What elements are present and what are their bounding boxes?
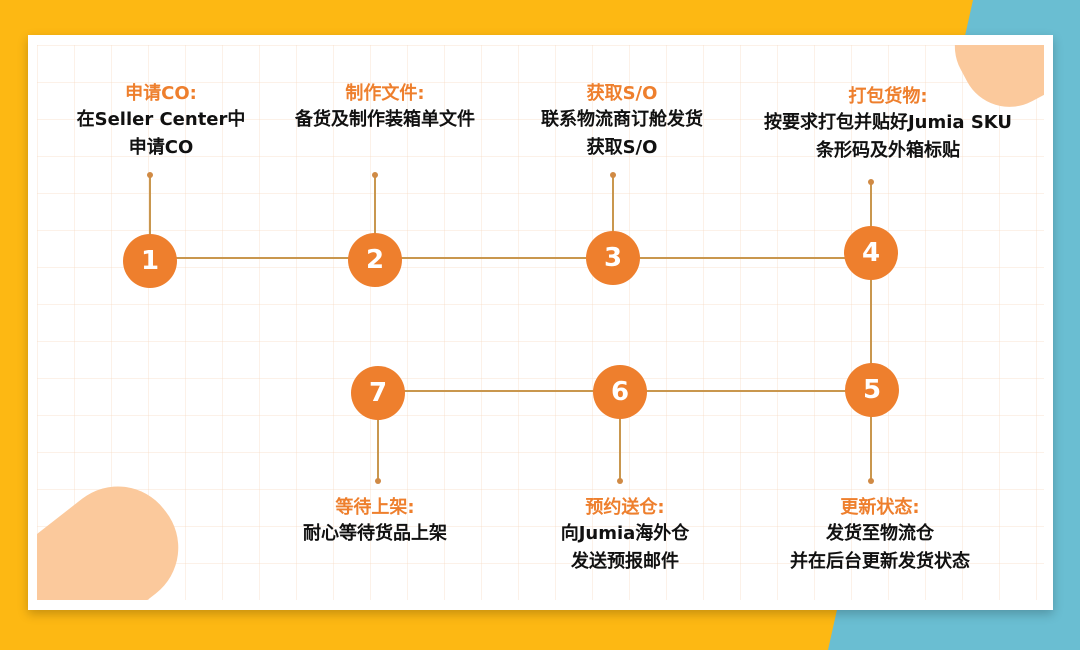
stem-dot-step-2	[372, 172, 378, 178]
stem-step-3	[612, 175, 614, 258]
step-desc-line: 发货至物流仓	[826, 523, 934, 544]
step-desc-line: 耐心等待货品上架	[303, 523, 447, 544]
step-desc-line: 联系物流商订舱发货	[541, 109, 703, 130]
step-label-3: 获取S/O 联系物流商订舱发货 获取S/O	[541, 82, 703, 162]
step-desc-line: 并在后台更新发货状态	[790, 551, 970, 572]
stem-step-6	[619, 392, 621, 481]
step-title: 获取S/O	[586, 83, 658, 104]
step-desc-line: 申请CO	[128, 137, 194, 158]
process-card	[28, 35, 1053, 610]
step-title: 打包货物:	[848, 86, 928, 107]
connector-row-top	[150, 257, 872, 259]
step-title: 更新状态:	[840, 497, 920, 518]
step-label-2: 制作文件: 备货及制作装箱单文件	[295, 82, 475, 134]
stem-dot-step-1	[147, 172, 153, 178]
stem-step-7	[377, 393, 379, 481]
step-circle-3: 3	[586, 231, 640, 285]
stem-step-1	[149, 175, 151, 261]
step-circle-7: 7	[351, 366, 405, 420]
step-circle-4: 4	[844, 226, 898, 280]
stem-dot-step-7	[375, 478, 381, 484]
stem-step-4	[870, 182, 872, 253]
stem-step-2	[374, 175, 376, 260]
step-circle-5: 5	[845, 363, 899, 417]
step-label-1: 申请CO: 在Seller Center中 申请CO	[77, 82, 246, 162]
step-desc-line: 按要求打包并贴好Jumia SKU	[763, 112, 1013, 133]
step-label-6: 预约送仓: 向Jumia海外仓 发送预报邮件	[561, 496, 690, 576]
step-title: 制作文件:	[345, 83, 425, 104]
step-title: 预约送仓:	[585, 497, 665, 518]
grid-background	[37, 45, 1044, 600]
stem-dot-step-5	[868, 478, 874, 484]
stem-step-5	[870, 390, 872, 481]
step-label-4: 打包货物: 按要求打包并贴好Jumia SKU 条形码及外箱标贴	[764, 85, 1012, 165]
step-desc-line: 向Jumia海外仓	[560, 523, 690, 544]
step-label-7: 等待上架: 耐心等待货品上架	[303, 496, 447, 548]
step-desc-line: 备货及制作装箱单文件	[295, 109, 475, 130]
connector-4-to-5	[870, 253, 872, 390]
step-title: 等待上架:	[335, 497, 415, 518]
step-desc-line: 发送预报邮件	[571, 551, 679, 572]
step-desc-line: 在Seller Center中	[76, 109, 246, 130]
step-label-5: 更新状态: 发货至物流仓 并在后台更新发货状态	[790, 496, 970, 576]
stem-dot-step-4	[868, 179, 874, 185]
step-circle-6: 6	[593, 365, 647, 419]
step-desc-line: 条形码及外箱标贴	[816, 140, 960, 161]
stem-dot-step-6	[617, 478, 623, 484]
step-circle-2: 2	[348, 233, 402, 287]
step-title: 申请CO:	[125, 83, 197, 104]
step-desc-line: 获取S/O	[586, 137, 658, 158]
step-circle-1: 1	[123, 234, 177, 288]
stem-dot-step-3	[610, 172, 616, 178]
